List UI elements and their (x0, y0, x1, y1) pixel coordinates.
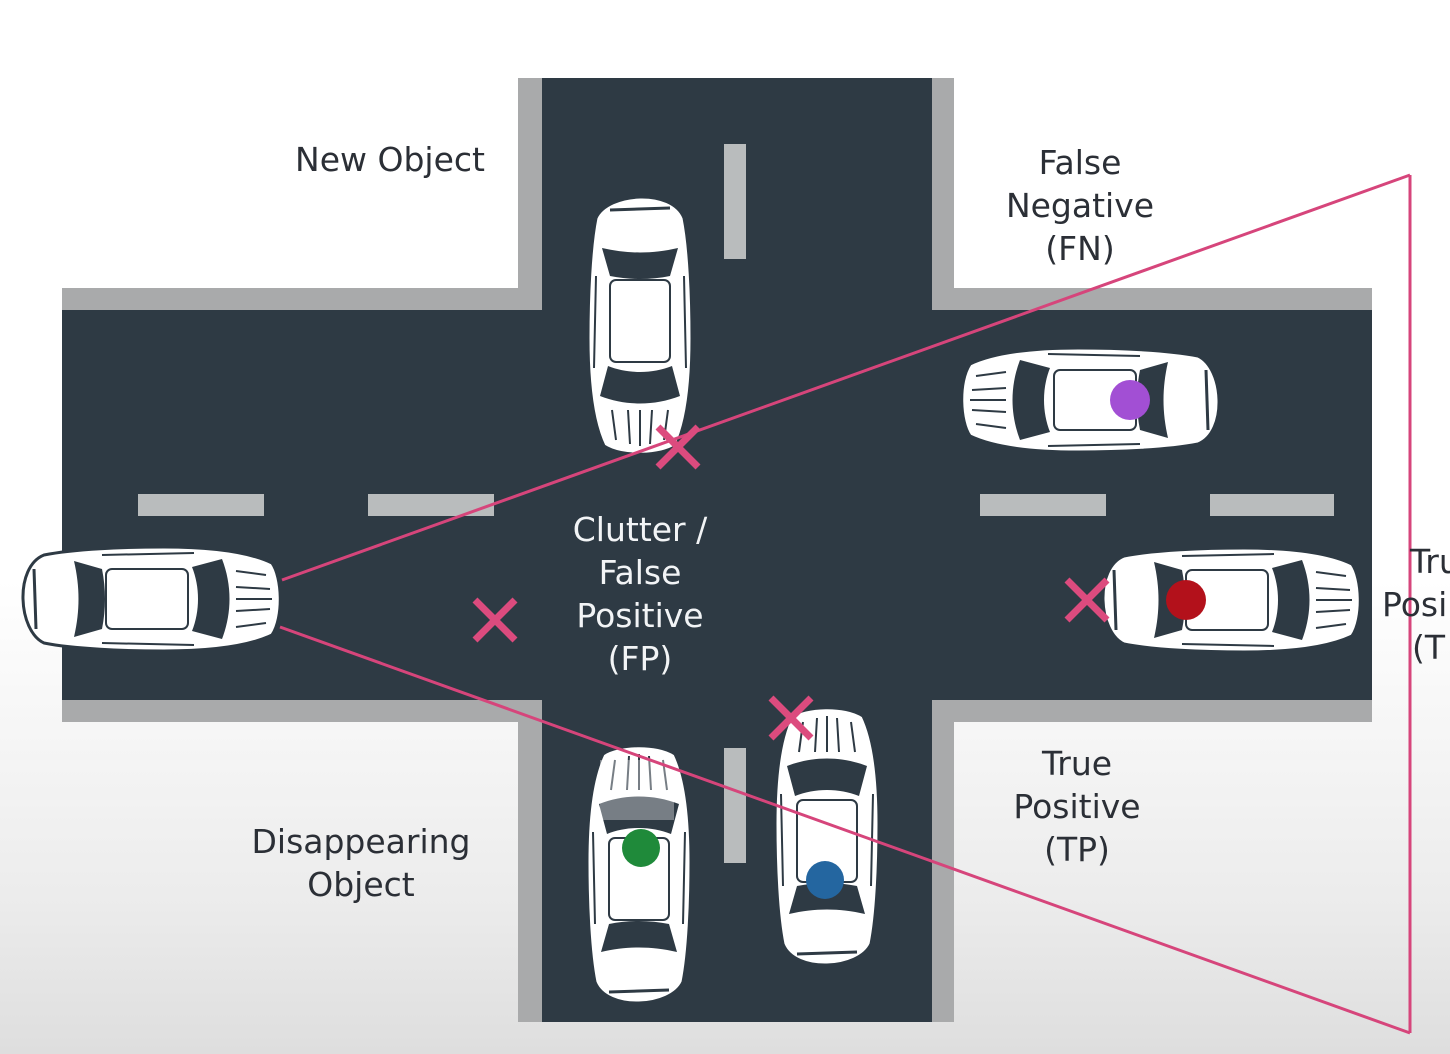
disappearing-fade (600, 760, 674, 820)
ego-car-icon (21, 545, 282, 653)
cross-mark-icon-top (655, 424, 701, 470)
label-true-positive: True Positive (TP) (1013, 744, 1141, 869)
label-new-object: New Object (295, 140, 485, 179)
detection-dot-true-positive-right (1166, 580, 1206, 620)
car-icon-top (586, 195, 694, 456)
label-true-positive-cut: Tru Posi (T (1382, 542, 1450, 667)
car-icon-false-negative (960, 346, 1221, 454)
detection-dot-disappearing (622, 829, 660, 867)
cross-mark-icon-bottom (768, 695, 814, 741)
detection-dot-true-positive-bottom (806, 861, 844, 899)
label-clutter-false-positive: Clutter / False Positive (FP) (572, 510, 708, 678)
cross-mark-icon-right (1064, 577, 1110, 623)
label-disappearing-object: Disappearing Object (251, 822, 471, 904)
sensor-cone (279, 173, 1412, 1035)
car-icon-true-positive-right (1101, 546, 1362, 654)
cross-mark-icon-clutter (472, 597, 518, 643)
lane-markings (138, 144, 1334, 863)
detection-dot-false-negative (1110, 380, 1150, 420)
label-false-negative: False Negative (FN) (1005, 143, 1155, 268)
